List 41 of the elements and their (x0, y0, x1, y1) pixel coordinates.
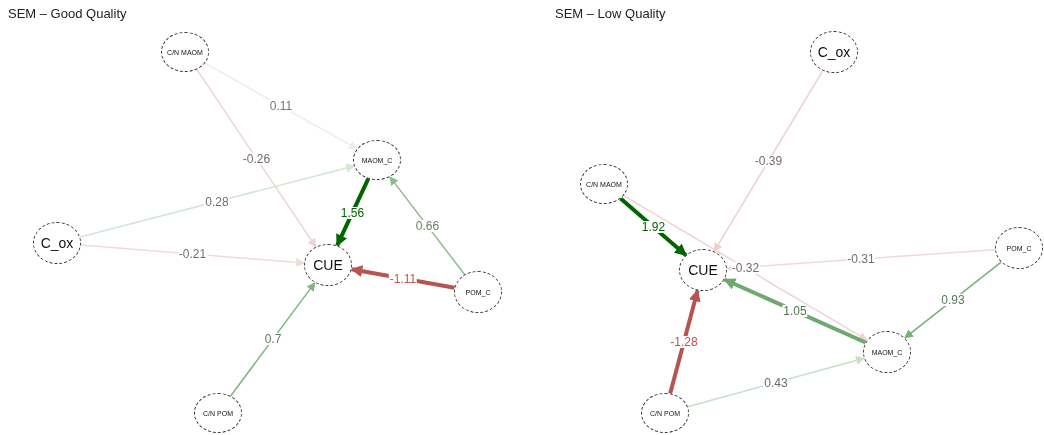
node-label: C_ox (40, 236, 74, 250)
node-label: CUE (688, 263, 718, 277)
panel-title: SEM – Good Quality (8, 5, 127, 23)
edge-label: -1.11 (388, 272, 418, 285)
node-label: C_ox (817, 45, 851, 59)
edge-label: -0.31 (846, 253, 876, 265)
edge-label: 0.28 (204, 195, 230, 208)
edge-label: 0.43 (763, 376, 789, 389)
variable-ellipse (863, 331, 911, 373)
variable-ellipse (679, 249, 727, 291)
edge-label: -0.21 (177, 248, 208, 260)
edge-label: 0.93 (940, 294, 966, 306)
arrow (622, 194, 868, 341)
edge-label: -1.28 (669, 335, 699, 348)
arrow (79, 163, 355, 238)
arrow (335, 177, 371, 247)
edge-label: -0.32 (730, 262, 761, 274)
edge-label: 1.05 (782, 305, 808, 317)
variable-ellipse (304, 244, 352, 286)
arrow (204, 62, 358, 150)
arrow (619, 196, 688, 257)
edge-label: 1.92 (640, 221, 667, 233)
variable-ellipse (580, 164, 628, 204)
node-label: CUE (313, 258, 343, 272)
arrow (904, 261, 1002, 339)
arrow (389, 176, 466, 276)
arrow (723, 277, 867, 345)
panel-title: SEM – Low Quality (555, 5, 666, 23)
arrow (713, 69, 824, 253)
arrow (229, 281, 316, 397)
edge-label: 1.56 (339, 206, 366, 219)
edge-label: 0.11 (268, 100, 294, 112)
arrow (195, 68, 317, 248)
edge-label: 0.7 (263, 333, 283, 345)
edge-label: 0.66 (414, 220, 441, 232)
variable-ellipse (353, 140, 401, 180)
variable-ellipse (161, 32, 209, 72)
variable-ellipse (995, 227, 1043, 269)
edge-label: -0.39 (753, 155, 784, 167)
arrow (668, 289, 701, 394)
edge-label: -0.26 (241, 152, 272, 165)
